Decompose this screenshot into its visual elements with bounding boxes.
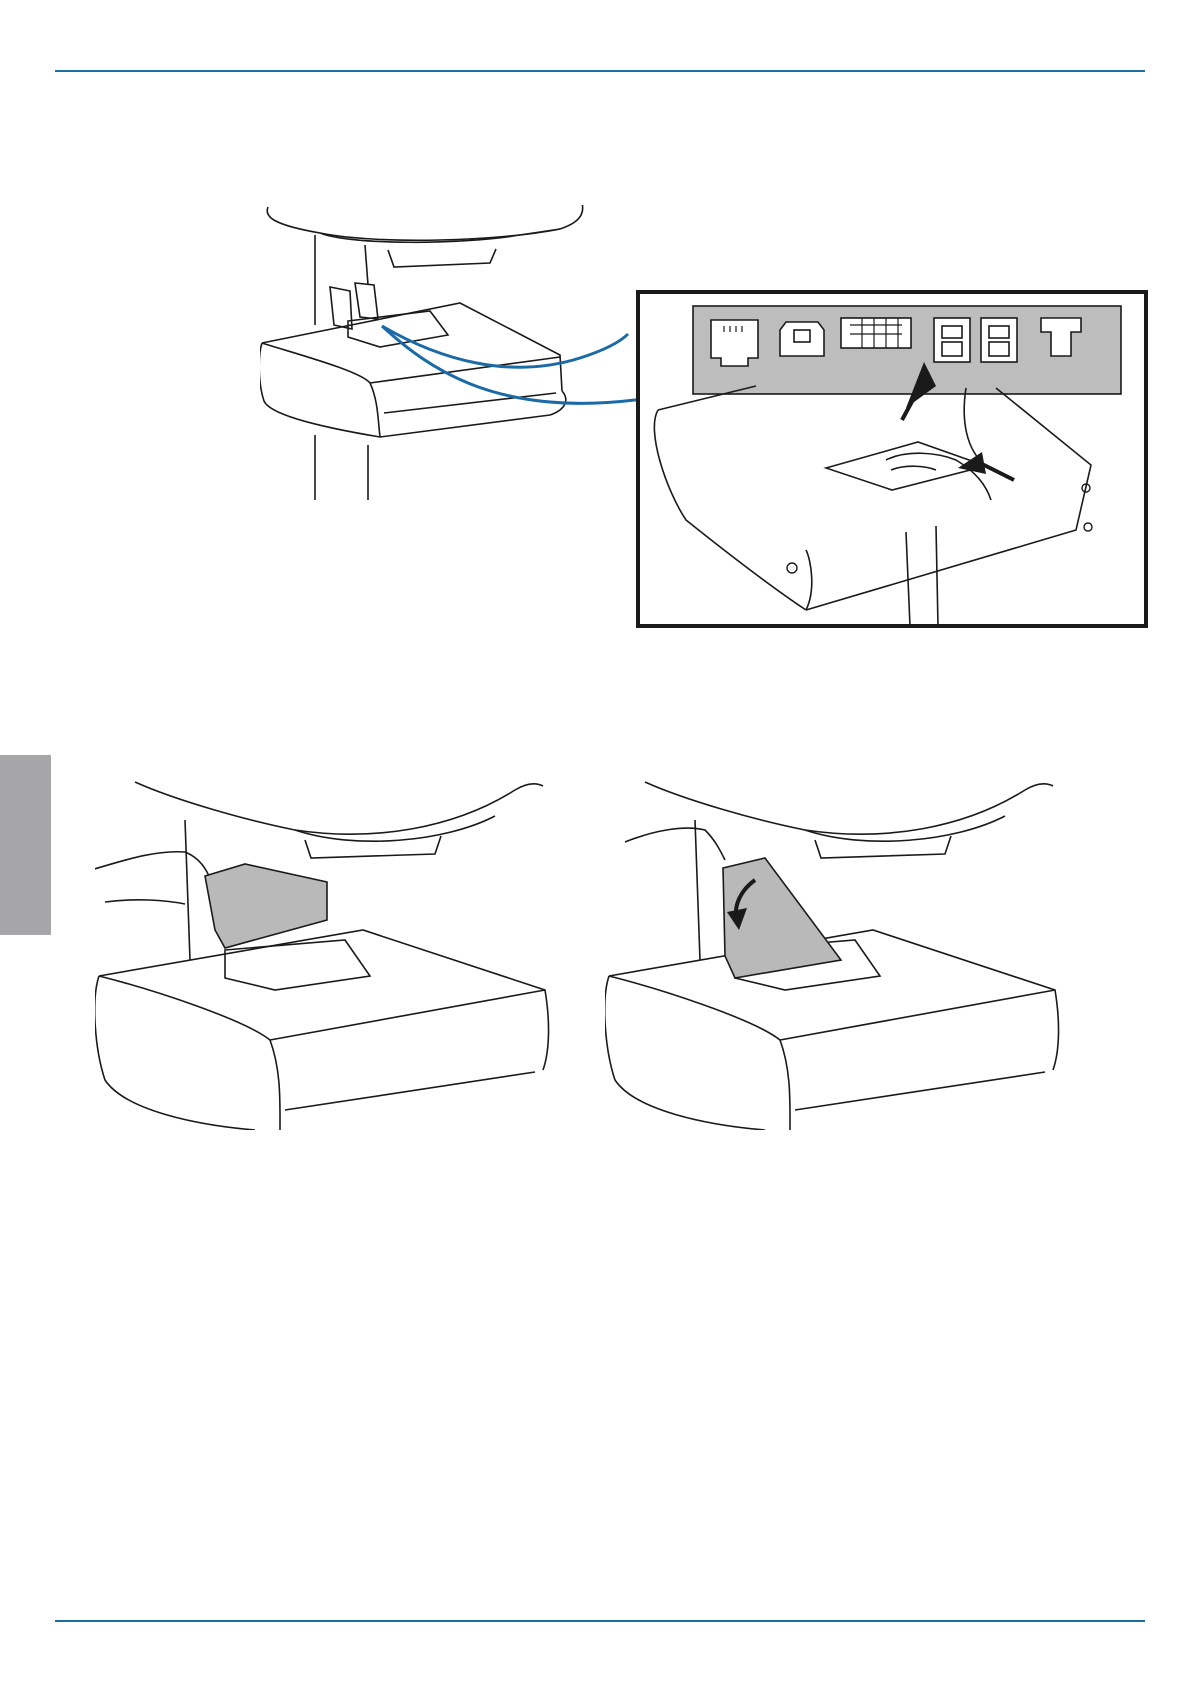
multi-pin-connector-icon — [841, 318, 911, 348]
header-rule — [55, 70, 1145, 72]
cover-plate — [205, 864, 327, 948]
figure-cover-rotate — [605, 780, 1095, 1130]
figure-connector-panel-detail — [636, 290, 1148, 628]
section-side-tab — [0, 755, 51, 935]
cable-lines — [380, 320, 640, 430]
figure-cover-insert — [95, 780, 585, 1130]
footer-rule — [55, 1620, 1145, 1622]
